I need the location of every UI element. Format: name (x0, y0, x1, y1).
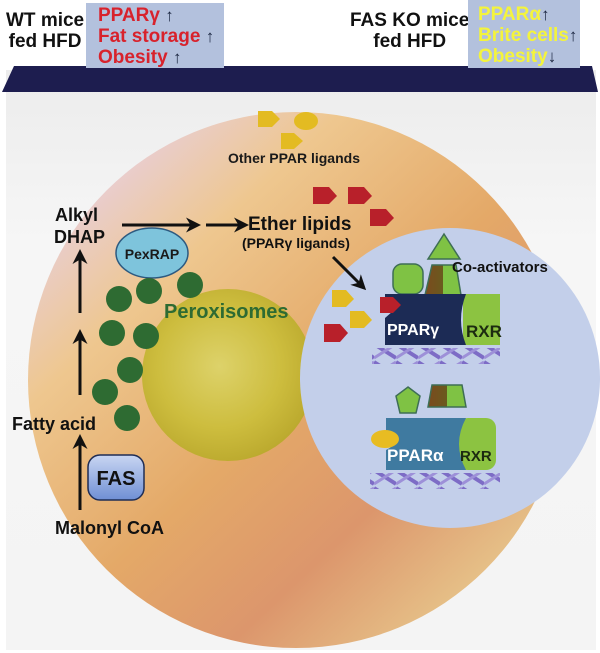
ppar-alpha-rxr-complex (370, 384, 500, 489)
coactivators-label: Co-activators (452, 259, 548, 276)
peroxisome (92, 379, 118, 405)
ko-group-line2: fed HFD (373, 31, 447, 52)
wt-group-label: WT mice fed HFD (6, 10, 84, 52)
down-arrow-icon: ↓ (547, 47, 557, 66)
peroxisome (106, 286, 132, 312)
coactivator-pentagon (395, 386, 421, 414)
fas-label: FAS (97, 468, 136, 490)
ligands-near-receptor (324, 290, 372, 342)
arrow-ligand-to-receptor (331, 255, 367, 291)
rxr-block (458, 418, 496, 470)
header-bar (2, 66, 598, 92)
wt-group-line1: WT mice (6, 10, 85, 31)
up-arrow-icon: ↑ (205, 27, 215, 46)
coactivator-trapezoid (427, 384, 467, 408)
bound-ether-ligand (380, 297, 401, 313)
ether-lipid-ligands (313, 187, 394, 226)
dna-helix (370, 473, 500, 489)
wt-effect-obesity: Obesity ↑ (98, 47, 182, 68)
peroxisomes (92, 272, 203, 431)
fas-enzyme (87, 454, 145, 501)
ko-effect-brite-cells: Brite cells↑ (478, 25, 578, 46)
ko-group-line1: FAS KO mice (350, 10, 470, 31)
peroxisome (177, 272, 203, 298)
pexrap-enzyme (115, 227, 189, 279)
up-arrow-icon: ↑ (568, 26, 578, 45)
ligand-shape (350, 311, 372, 328)
up-arrow-icon: ↑ (165, 6, 174, 25)
peroxisome (99, 320, 125, 346)
coactivator-triangle (426, 232, 462, 260)
alkyl-label: Alkyl (55, 205, 98, 225)
rxr-label-top: RXR (466, 322, 502, 341)
malonyl-coa-label: Malonyl CoA (55, 518, 164, 538)
peroxisome (117, 357, 143, 383)
ligand-shape (324, 324, 348, 342)
ko-effect-obesity: Obesity↓ (478, 46, 557, 67)
peroxisomes-label: Peroxisomes (164, 301, 289, 323)
peroxisome (133, 323, 159, 349)
coactivator-rounded (392, 263, 424, 295)
bound-other-ligand (371, 430, 399, 448)
ko-effect-ppar-alpha: PPARα↑ (478, 4, 550, 25)
ether-lipids-label: Ether lipids (248, 214, 351, 235)
ko-group-label: FAS KO mice fed HFD (350, 10, 469, 52)
peroxisome (114, 405, 140, 431)
wt-effect-fat-storage: Fat storage ↑ (98, 26, 215, 47)
ppar-gamma-label: PPARγ (387, 322, 439, 339)
other-ppar-ligands-label: Other PPAR ligands (228, 150, 360, 166)
dna-helix (372, 348, 500, 364)
ligand-shape (258, 111, 280, 127)
ppar-gamma-block (385, 294, 466, 345)
ether-lipids-sublabel: (PPARγ ligands) (242, 235, 350, 251)
ligand-shape (294, 112, 318, 130)
ligand-shape (348, 187, 372, 204)
rxr-label-bottom: RXR (460, 448, 492, 465)
pexrap-label: PexRAP (125, 246, 179, 262)
ligand-shape (332, 290, 354, 307)
up-arrow-icon: ↑ (172, 48, 182, 67)
peroxisome (136, 278, 162, 304)
ligand-shape (281, 133, 303, 149)
wt-effect-ppar-gamma: PPARγ ↑ (98, 5, 174, 26)
rxr-block (463, 294, 500, 345)
ligand-shape (313, 187, 337, 204)
ppar-alpha-label: PPARα (387, 446, 444, 465)
up-arrow-icon: ↑ (541, 5, 550, 24)
ko-effects-box: PPARα↑ Brite cells↑ Obesity↓ (468, 0, 580, 68)
wt-effects-box: PPARγ ↑ Fat storage ↑ Obesity ↑ (86, 3, 224, 68)
wt-group-line2: fed HFD (8, 31, 82, 52)
dhap-label: DHAP (54, 227, 105, 247)
fatty-acid-label: Fatty acid (12, 414, 96, 434)
ppar-gamma-rxr-complex (372, 232, 500, 364)
other-ppar-ligands (258, 111, 318, 149)
ppar-alpha-block (386, 418, 466, 470)
nucleus (300, 228, 600, 528)
ligand-shape (370, 209, 394, 226)
lipid-droplet (142, 289, 314, 461)
